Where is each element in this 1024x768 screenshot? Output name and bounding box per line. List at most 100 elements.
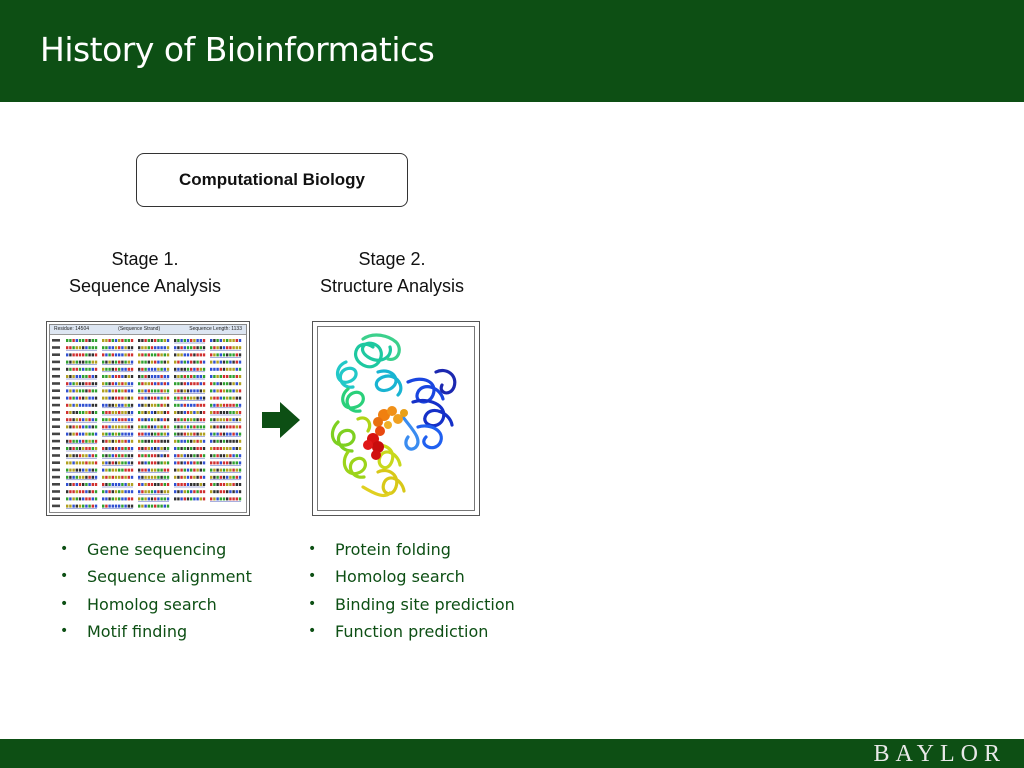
nucleotide-glyph [199, 425, 202, 429]
nucleotide-glyph [102, 403, 105, 407]
nucleotide-glyph [102, 418, 105, 422]
nucleotide-glyph [69, 468, 72, 472]
nucleotide-glyph [75, 468, 78, 472]
nucleotide-glyph [213, 461, 216, 465]
nucleotide-glyph [75, 339, 78, 342]
nucleotide-glyph [75, 504, 78, 508]
nucleotide-glyph [114, 475, 118, 479]
nucleotide-glyph [199, 396, 202, 400]
nucleotide-glyph [75, 425, 78, 429]
nucleotide-glyph [186, 360, 190, 364]
nucleotide-glyph [118, 396, 121, 400]
nucleotide-glyph [150, 346, 154, 350]
nucleotide-glyph [85, 353, 88, 357]
nucleotide-glyph [121, 432, 124, 436]
stage-2-heading: Stage 2. Structure Analysis [287, 246, 497, 300]
nucleotide-glyph [213, 353, 216, 357]
nucleotide-glyph [127, 360, 130, 364]
protein-ribbon-graphic [330, 333, 457, 498]
nucleotide-glyph [94, 475, 98, 479]
nucleotide-glyph [226, 396, 229, 400]
nucleotide-glyph [82, 425, 85, 429]
nucleotide-glyph [193, 396, 196, 400]
nucleotide-glyph [226, 490, 229, 494]
nucleotide-glyph [118, 490, 121, 494]
nucleotide-glyph [147, 353, 150, 357]
nucleotide-glyph [163, 468, 166, 472]
nucleotide-glyph [196, 396, 199, 400]
nucleotide-glyph [144, 497, 147, 501]
nucleotide-glyph [232, 432, 235, 436]
nucleotide-glyph [193, 339, 196, 342]
nucleotide-glyph [157, 353, 160, 357]
nucleotide-glyph [216, 389, 219, 393]
nucleotide-glyph [177, 418, 180, 422]
nucleotide-glyph [216, 447, 219, 450]
nucleotide-glyph [69, 367, 72, 371]
nucleotide-glyph [238, 483, 242, 486]
nucleotide-glyph [232, 475, 235, 479]
nucleotide-glyph [199, 432, 202, 436]
nucleotide-glyph [124, 461, 127, 465]
nucleotide-glyph [213, 468, 216, 472]
nucleotide-glyph [222, 447, 226, 450]
nucleotide-glyph [180, 468, 183, 472]
nucleotide-glyph [121, 411, 124, 414]
nucleotide-glyph [85, 403, 88, 407]
nucleotide-glyph [222, 353, 226, 357]
nucleotide-glyph [186, 497, 190, 501]
nucleotide-glyph [202, 367, 206, 371]
nucleotide-glyph [72, 475, 75, 479]
nucleotide-glyph [114, 432, 118, 436]
nucleotide-glyph [196, 432, 199, 436]
nucleotide-glyph [177, 375, 180, 378]
nucleotide-glyph [144, 382, 147, 386]
nucleotide-glyph [127, 382, 130, 386]
sequence-row-number [52, 432, 60, 436]
sequence-row-number [52, 468, 60, 472]
nucleotide-glyph [196, 490, 199, 494]
nucleotide-glyph [147, 447, 150, 450]
nucleotide-glyph [130, 353, 134, 357]
nucleotide-glyph [232, 389, 235, 393]
nucleotide-glyph [141, 468, 144, 472]
sequence-row-number [52, 418, 60, 421]
nucleotide-glyph [157, 367, 160, 371]
nucleotide-glyph [114, 461, 118, 465]
nucleotide-glyph [141, 367, 144, 371]
nucleotide-glyph [222, 346, 226, 350]
nucleotide-glyph [130, 425, 134, 429]
nucleotide-glyph [121, 403, 124, 407]
nucleotide-glyph [144, 346, 147, 350]
nucleotide-glyph [66, 396, 69, 400]
nucleotide-glyph [186, 439, 190, 443]
nucleotide-glyph [183, 360, 186, 364]
nucleotide-glyph [108, 504, 111, 508]
nucleotide-glyph [186, 425, 190, 429]
nucleotide-glyph [69, 432, 72, 436]
nucleotide-glyph [105, 411, 108, 414]
nucleotide-glyph [166, 353, 170, 357]
nucleotide-glyph [193, 497, 196, 501]
nucleotide-glyph [229, 346, 232, 350]
nucleotide-glyph [111, 439, 114, 443]
nucleotide-glyph [226, 389, 229, 393]
nucleotide-glyph [226, 483, 229, 486]
nucleotide-glyph [166, 468, 170, 472]
nucleotide-glyph [177, 353, 180, 357]
nucleotide-glyph [177, 425, 180, 429]
nucleotide-glyph [226, 375, 229, 378]
nucleotide-glyph [150, 360, 154, 364]
nucleotide-glyph [94, 339, 98, 342]
nucleotide-glyph [190, 454, 193, 458]
nucleotide-glyph [186, 483, 190, 486]
nucleotide-glyph [216, 461, 219, 465]
nucleotide-glyph [180, 389, 183, 393]
nucleotide-glyph [82, 497, 85, 501]
nucleotide-glyph [219, 483, 222, 486]
nucleotide-glyph [141, 411, 144, 414]
nucleotide-glyph [144, 411, 147, 414]
nucleotide-glyph [94, 483, 98, 486]
nucleotide-glyph [94, 375, 98, 378]
nucleotide-glyph [91, 425, 94, 429]
